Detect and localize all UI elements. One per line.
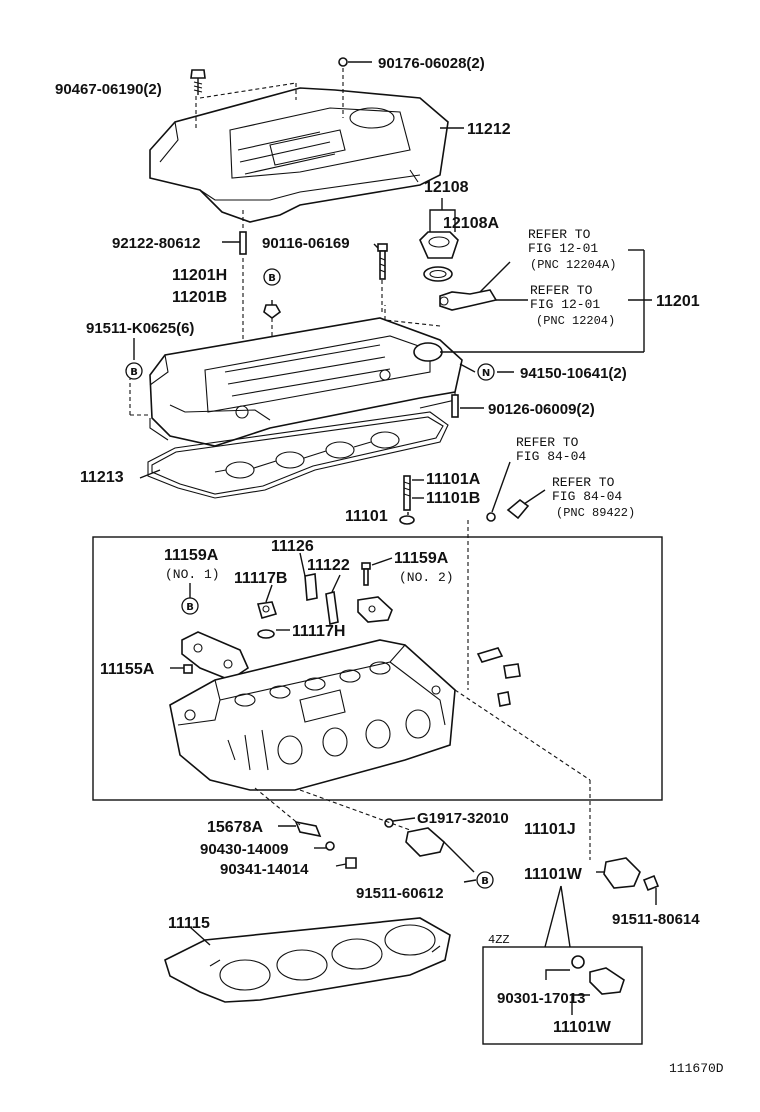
head-cover-gasket-drawing bbox=[147, 411, 449, 499]
ref1-line1: REFER TO bbox=[528, 227, 591, 242]
stud-92122-icon bbox=[239, 231, 247, 255]
cylinder-head-cover-drawing bbox=[149, 317, 463, 447]
label-92122-80612: 92122-80612 bbox=[112, 235, 200, 252]
label-11101a: 11101A bbox=[426, 471, 481, 488]
label-11201: 11201 bbox=[656, 293, 700, 310]
grommet-11201b-icon bbox=[263, 304, 282, 319]
label-11115: 11115 bbox=[168, 915, 210, 932]
label-11201h: 11201H bbox=[172, 267, 227, 284]
ref2-line2: FIG 12-01 bbox=[530, 297, 600, 312]
dowel-11155a-icon bbox=[183, 664, 193, 674]
callout-b-3: B bbox=[181, 597, 199, 615]
cylinder-head-drawing bbox=[169, 639, 456, 791]
svg-text:B: B bbox=[130, 367, 138, 378]
callout-b-4: B bbox=[476, 871, 494, 889]
leader-lines bbox=[133, 61, 657, 946]
label-12108a: 12108A bbox=[443, 215, 499, 232]
ref4-line1: REFER TO bbox=[552, 475, 615, 490]
label-90176-06028: 90176-06028(2) bbox=[378, 55, 485, 72]
ref3-line1: REFER TO bbox=[516, 435, 579, 450]
label-90467-06190: 90467-06190(2) bbox=[55, 81, 162, 98]
label-11101j: 11101J bbox=[524, 821, 576, 838]
ref1-line2: FIG 12-01 bbox=[528, 241, 598, 256]
ref4-line2: FIG 84-04 bbox=[552, 489, 622, 504]
label-11101b: 11101B bbox=[426, 490, 480, 507]
label-90301-17013: 90301-17013 bbox=[497, 990, 585, 1007]
pin-11126-icon bbox=[304, 573, 318, 601]
label-11101w: 11101W bbox=[524, 866, 583, 883]
cam-cap-icon bbox=[357, 596, 393, 623]
callout-b-2: B bbox=[125, 362, 143, 380]
label-90430-14009: 90430-14009 bbox=[200, 841, 288, 858]
sensor-11101w-inset-icon bbox=[589, 967, 625, 995]
nut-90176-icon bbox=[338, 57, 348, 67]
bolt-90116-icon bbox=[377, 243, 388, 280]
svg-text:B: B bbox=[481, 876, 489, 887]
bolt-90467-icon bbox=[190, 69, 206, 95]
label-90116-06169: 90116-06169 bbox=[262, 235, 350, 252]
label-90341-14014: 90341-14014 bbox=[220, 861, 309, 878]
oil-filler-cap-drawing bbox=[419, 231, 459, 282]
stud-90126-icon bbox=[451, 394, 459, 418]
label-11159a-no1: 11159A bbox=[164, 547, 219, 564]
label-11159a-no2: 11159A bbox=[394, 550, 449, 567]
head-gasket-drawing bbox=[164, 917, 451, 1003]
sensor-15678a-icon bbox=[294, 820, 357, 869]
ring-11117h-icon bbox=[257, 629, 275, 639]
note-no1: (NO. 1) bbox=[165, 567, 220, 582]
label-91511-k0625: 91511-K0625(6) bbox=[86, 320, 194, 337]
bolt-11159a-no2-icon bbox=[361, 562, 371, 586]
label-11101: 11101 bbox=[345, 508, 388, 525]
label-11126: 11126 bbox=[271, 538, 314, 555]
oil-control-valve-11101j-icon bbox=[405, 827, 445, 857]
ref4-pnc: (PNC 89422) bbox=[556, 506, 635, 520]
inset-tag-4zz: 4ZZ bbox=[488, 933, 510, 947]
label-11155a: 11155A bbox=[100, 661, 155, 678]
label-91511-80614: 91511-80614 bbox=[612, 911, 700, 928]
engine-cover-drawing bbox=[149, 68, 449, 230]
label-11212: 11212 bbox=[467, 121, 511, 138]
sensor-11101w-icon bbox=[603, 857, 660, 892]
ref3-line2: FIG 84-04 bbox=[516, 449, 586, 464]
sensor-89422-icon bbox=[486, 498, 530, 522]
note-no2: (NO. 2) bbox=[399, 570, 454, 585]
svg-text:N: N bbox=[482, 368, 490, 379]
inset-frame bbox=[482, 946, 643, 1045]
oring-90301-icon bbox=[571, 955, 585, 969]
label-11201b: 11201B bbox=[172, 289, 227, 306]
pcv-valve-drawing bbox=[439, 261, 528, 311]
callout-b-1: B bbox=[263, 268, 281, 286]
cylinder-head-frame bbox=[92, 536, 663, 801]
label-90126-06009: 90126-06009(2) bbox=[488, 401, 595, 418]
label-11117h: 11117H bbox=[292, 623, 345, 640]
svg-text:B: B bbox=[268, 273, 276, 284]
label-91511-60612: 91511-60612 bbox=[356, 885, 444, 902]
valve-lifter-parts-icon bbox=[476, 647, 521, 707]
guide-11122-icon bbox=[325, 591, 339, 625]
label-11101w-inset: 11101W bbox=[553, 1019, 612, 1036]
label-11122: 11122 bbox=[307, 557, 350, 574]
ref2-pnc: (PNC 12204) bbox=[536, 314, 615, 328]
label-g1917-32010: G1917-32010 bbox=[417, 810, 509, 827]
label-12108: 12108 bbox=[424, 179, 469, 196]
callout-n: N bbox=[477, 363, 495, 381]
ref2-line1: REFER TO bbox=[530, 283, 593, 298]
diagram-id: 111670D bbox=[669, 1061, 724, 1076]
label-15678a: 15678A bbox=[207, 819, 263, 836]
label-94150-10641: 94150-10641(2) bbox=[520, 365, 627, 382]
plug-11101a-icon bbox=[399, 475, 415, 525]
ref1-pnc: (PNC 12204A) bbox=[530, 258, 616, 272]
label-11117b: 11117B bbox=[234, 570, 287, 587]
svg-text:B: B bbox=[186, 602, 194, 613]
seal-11117b-icon bbox=[256, 601, 278, 619]
oring-g1917-icon bbox=[384, 818, 394, 828]
label-11213: 11213 bbox=[80, 469, 124, 486]
